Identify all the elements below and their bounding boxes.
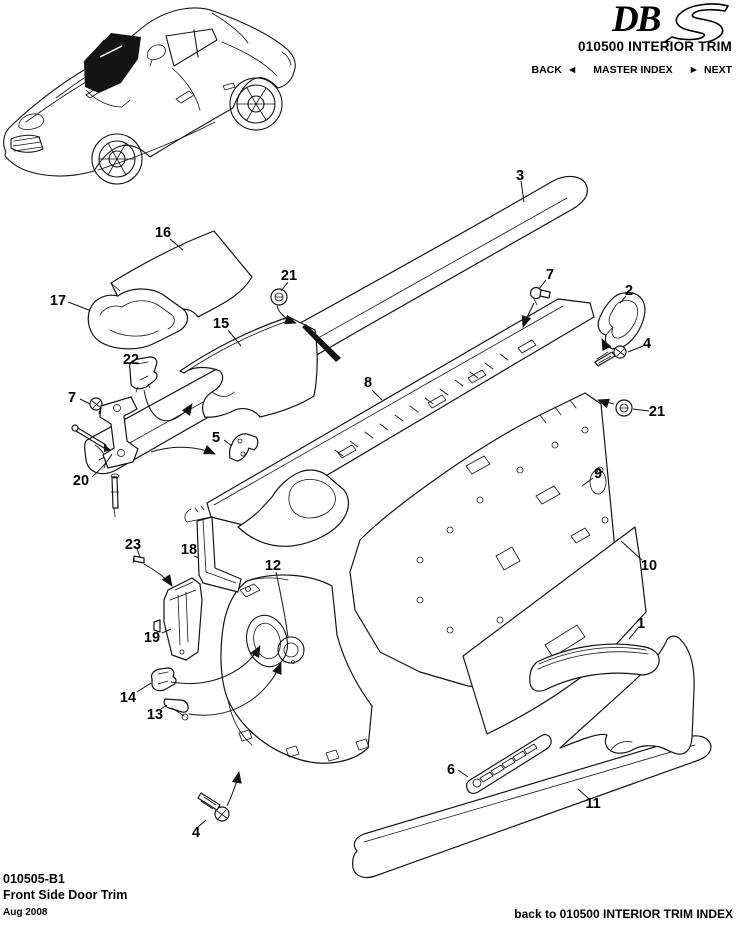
doc-date: Aug 2008 <box>3 907 48 919</box>
nav-back-link[interactable]: BACK <box>531 64 562 76</box>
callout-23: 23 <box>125 537 141 553</box>
dbs-logo: DB <box>611 0 730 42</box>
callout-17: 17 <box>50 293 66 309</box>
part-18-l-bracket <box>196 516 242 593</box>
callout-21: 21 <box>649 404 665 420</box>
footer-left: 010505-B1 Front Side Door Trim Aug 2008 <box>3 872 127 920</box>
part-23-rivet <box>132 555 145 564</box>
callout-7: 7 <box>68 390 76 406</box>
part-4-screw-upper <box>594 345 627 367</box>
callout-22: 22 <box>123 352 139 368</box>
callout-4: 4 <box>192 825 200 841</box>
part-13-rivet <box>163 698 189 721</box>
callout-18: 18 <box>181 542 197 558</box>
callout-3: 3 <box>516 168 524 184</box>
part-1-armrest <box>529 643 660 692</box>
callout-13: 13 <box>147 707 163 723</box>
part-7-clip-upper <box>529 286 551 306</box>
part-11-lower-casing <box>352 635 712 879</box>
nav-next-link[interactable]: NEXT <box>703 64 732 76</box>
callout-4: 4 <box>643 336 651 352</box>
callout-1: 1 <box>637 616 645 632</box>
part-15-lower-pad <box>179 316 341 418</box>
part-8-door-rail <box>184 298 595 547</box>
callout-9: 9 <box>594 466 602 482</box>
callout-6: 6 <box>447 762 455 778</box>
part-14-clip <box>150 667 177 692</box>
callout-5: 5 <box>212 430 220 446</box>
doc-code: 010505-B1 <box>3 872 65 886</box>
part-12-lower-trim-panel <box>220 574 373 764</box>
doc-title: Front Side Door Trim <box>3 887 128 902</box>
callout-8: 8 <box>364 375 372 391</box>
part-6-slotted-bracket <box>466 734 552 794</box>
part-21-fastener-right <box>615 399 633 417</box>
callout-11: 11 <box>585 796 600 812</box>
door-trim-highlight <box>83 33 141 108</box>
part-4-screw-lower <box>197 792 230 822</box>
back-arrow-icon: ◄ <box>566 64 578 76</box>
car-illustration <box>3 7 296 185</box>
callout-14: 14 <box>120 690 136 706</box>
callout-15: 15 <box>213 316 229 332</box>
leader-lines <box>67 180 650 828</box>
assembly-arrows <box>143 302 615 807</box>
callout-7: 7 <box>546 267 554 283</box>
callout-2: 2 <box>625 283 633 299</box>
back-to-index-link[interactable]: back to 010500 INTERIOR TRIM INDEX <box>514 907 733 921</box>
callout-16: 16 <box>155 225 171 241</box>
callout-20: 20 <box>73 473 89 489</box>
logo-db-text: DB <box>611 0 661 40</box>
part-17-armrest-pad <box>87 288 189 350</box>
nav-master-index-link[interactable]: MASTER INDEX <box>593 64 673 76</box>
callout-21: 21 <box>281 268 297 284</box>
header-nav: BACK ◄ MASTER INDEX ► NEXT <box>531 64 732 76</box>
page-title: 010500 INTERIOR TRIM <box>577 39 732 54</box>
part-5-bracket <box>229 433 259 462</box>
part-19-latch-assembly <box>153 577 203 661</box>
part-22-clip <box>128 356 158 393</box>
callout-19: 19 <box>144 630 160 646</box>
part-20-bracket-and-pins <box>71 396 139 518</box>
logo-s-swoosh <box>664 3 730 42</box>
next-arrow-icon: ► <box>688 64 699 76</box>
part-21-fastener-left <box>270 288 288 306</box>
callout-12: 12 <box>265 558 281 574</box>
callout-10: 10 <box>641 558 657 574</box>
